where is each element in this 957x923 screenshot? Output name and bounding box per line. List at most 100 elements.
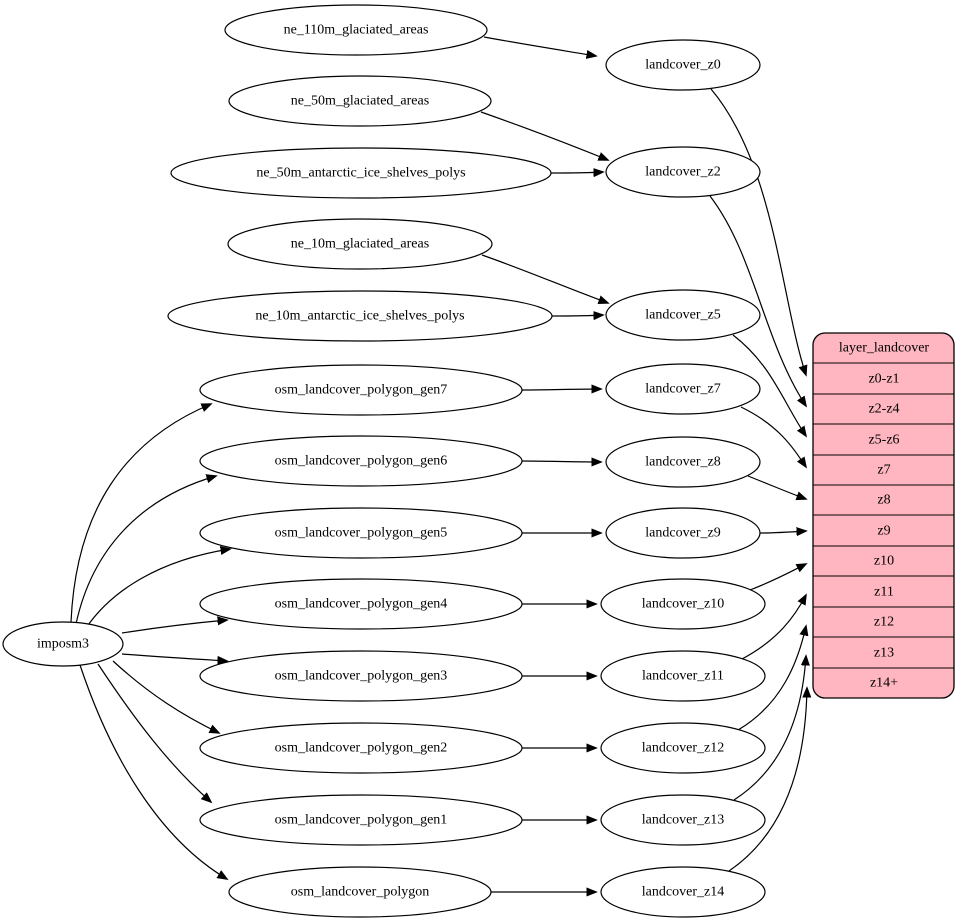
layer-row-z2-z4: z2-z4 [868, 402, 899, 417]
intermediate-label: landcover_z13 [642, 813, 724, 828]
intermediate-ellipse [600, 722, 766, 774]
node-ne_10m_antarctic_ice_shelves_polys: ne_10m_antarctic_ice_shelves_polys [167, 290, 553, 342]
source-label: osm_landcover_polygon_gen1 [275, 813, 448, 828]
layer-table-header: layer_landcover [839, 341, 930, 356]
intermediate-label: landcover_z0 [645, 58, 720, 73]
intermediate-label: landcover_z2 [645, 165, 720, 180]
edge-imposm3-osm_landcover_polygon_gen3 [121, 653, 227, 661]
node-landcover_z12: landcover_z12 [600, 722, 766, 774]
layer-row-z5-z6: z5-z6 [868, 433, 899, 448]
node-osm_landcover_polygon_gen3: osm_landcover_polygon_gen3 [199, 650, 523, 702]
edge-landcover_z10-row-z10 [749, 564, 806, 591]
intermediate-label: landcover_z5 [645, 308, 720, 323]
node-landcover_z14: landcover_z14 [600, 866, 766, 918]
intermediate-label: landcover_z8 [645, 455, 720, 470]
edge-ne_50m_antarctic_ice_shelves_polys-landcover_z2 [550, 172, 603, 173]
node-landcover_z7: landcover_z7 [605, 363, 761, 415]
node-osm_landcover_polygon_gen6: osm_landcover_polygon_gen6 [199, 435, 523, 487]
edge-landcover_z11-row-z11 [741, 595, 806, 660]
edge-imposm3-osm_landcover_polygon [79, 664, 227, 879]
edge-landcover_z9-row-z9 [759, 531, 806, 533]
source-ellipse [227, 218, 493, 270]
source-label: ne_110m_glaciated_areas [284, 23, 429, 38]
edge-landcover_z5-row-z5-z6 [732, 334, 806, 436]
edge-imposm3-osm_landcover_polygon_gen5 [85, 549, 230, 629]
intermediate-label: landcover_z14 [642, 885, 724, 900]
layer-row-z0-z1: z0-z1 [868, 372, 899, 387]
source-ellipse [199, 650, 523, 702]
source-ellipse [224, 4, 488, 56]
node-ne_50m_antarctic_ice_shelves_polys: ne_50m_antarctic_ice_shelves_polys [170, 147, 552, 199]
edge-imposm3-osm_landcover_polygon_gen2 [112, 660, 219, 733]
intermediate-ellipse [600, 578, 766, 630]
edge-group [70, 36, 807, 892]
intermediate-label: landcover_z9 [645, 526, 720, 541]
intermediate-ellipse [605, 436, 761, 488]
node-landcover_z13: landcover_z13 [600, 794, 766, 846]
node-imposm3: imposm3 [2, 621, 124, 667]
source-ellipse [228, 75, 492, 127]
edge-imposm3-osm_landcover_polygon_gen4 [121, 620, 227, 634]
source-ellipse [199, 722, 523, 774]
source-label: osm_landcover_polygon [291, 885, 429, 900]
layer-row-z11: z11 [874, 585, 894, 600]
edge-ne_10m_glaciated_areas-landcover_z5 [481, 254, 608, 303]
layer-row-z10: z10 [874, 554, 894, 569]
edge-landcover_z7-row-z7 [740, 406, 806, 467]
node-osm_landcover_polygon_gen7: osm_landcover_polygon_gen7 [199, 364, 523, 416]
imposm3-label: imposm3 [37, 637, 89, 652]
node-osm_landcover_polygon_gen2: osm_landcover_polygon_gen2 [199, 722, 523, 774]
intermediate-label: landcover_z7 [645, 382, 720, 397]
intermediate-ellipse [600, 650, 766, 702]
node-ne_50m_glaciated_areas: ne_50m_glaciated_areas [228, 75, 492, 127]
source-ellipse [199, 364, 523, 416]
source-ellipse [170, 147, 552, 199]
layer-row-z12: z12 [874, 615, 894, 630]
layer-row-z7: z7 [877, 463, 890, 478]
node-ne_110m_glaciated_areas: ne_110m_glaciated_areas [224, 4, 488, 56]
intermediate-ellipse [600, 794, 766, 846]
edge-osm_landcover_polygon_gen7-landcover_z7 [521, 389, 601, 390]
edge-landcover_z2-row-z2-z4 [709, 195, 806, 406]
node-osm_landcover_polygon_gen5: osm_landcover_polygon_gen5 [199, 507, 523, 559]
node-osm_landcover_polygon_gen1: osm_landcover_polygon_gen1 [199, 794, 523, 846]
edge-ne_50m_glaciated_areas-landcover_z2 [480, 111, 608, 160]
source-ellipse [167, 290, 553, 342]
intermediate-label: landcover_z10 [642, 597, 724, 612]
edge-landcover_z8-row-z8 [747, 475, 806, 499]
source-ellipse [199, 794, 523, 846]
source-label: osm_landcover_polygon_gen5 [275, 526, 448, 541]
edge-osm_landcover_polygon_gen6-landcover_z8 [521, 461, 601, 462]
intermediate-ellipse [605, 289, 761, 341]
source-label: ne_10m_antarctic_ice_shelves_polys [255, 309, 464, 324]
edge-landcover_z13-row-z13 [733, 656, 806, 801]
node-landcover_z5: landcover_z5 [605, 289, 761, 341]
source-label: osm_landcover_polygon_gen3 [275, 669, 448, 684]
intermediate-ellipse [605, 146, 761, 198]
source-ellipse [199, 507, 523, 559]
intermediate-label: landcover_z11 [642, 669, 724, 684]
node-ne_10m_glaciated_areas: ne_10m_glaciated_areas [227, 218, 493, 270]
edge-landcover_z12-row-z12 [737, 626, 806, 731]
node-landcover_z10: landcover_z10 [600, 578, 766, 630]
intermediate-label: landcover_z12 [642, 741, 724, 756]
imposm3-ellipse [2, 621, 124, 667]
source-ellipse [228, 866, 492, 918]
edge-ne_110m_glaciated_areas-landcover_z0 [483, 36, 596, 56]
edge-ne_10m_antarctic_ice_shelves_polys-landcover_z5 [551, 315, 603, 316]
edge-imposm3-osm_landcover_polygon_gen7 [70, 404, 211, 623]
node-landcover_z2: landcover_z2 [605, 146, 761, 198]
source-label: ne_10m_glaciated_areas [291, 237, 429, 252]
node-osm_landcover_polygon_gen4: osm_landcover_polygon_gen4 [199, 578, 523, 630]
edge-landcover_z14-row-z14plus [728, 688, 807, 872]
layer-row-z8: z8 [877, 493, 890, 508]
intermediate-ellipse [605, 507, 761, 559]
intermediate-ellipse [605, 39, 761, 91]
source-ellipse [199, 435, 523, 487]
layer-row-z13: z13 [874, 646, 894, 661]
layer-row-z14plus: z14+ [870, 676, 898, 691]
source-label: osm_landcover_polygon_gen4 [275, 597, 448, 612]
intermediate-ellipse [600, 866, 766, 918]
